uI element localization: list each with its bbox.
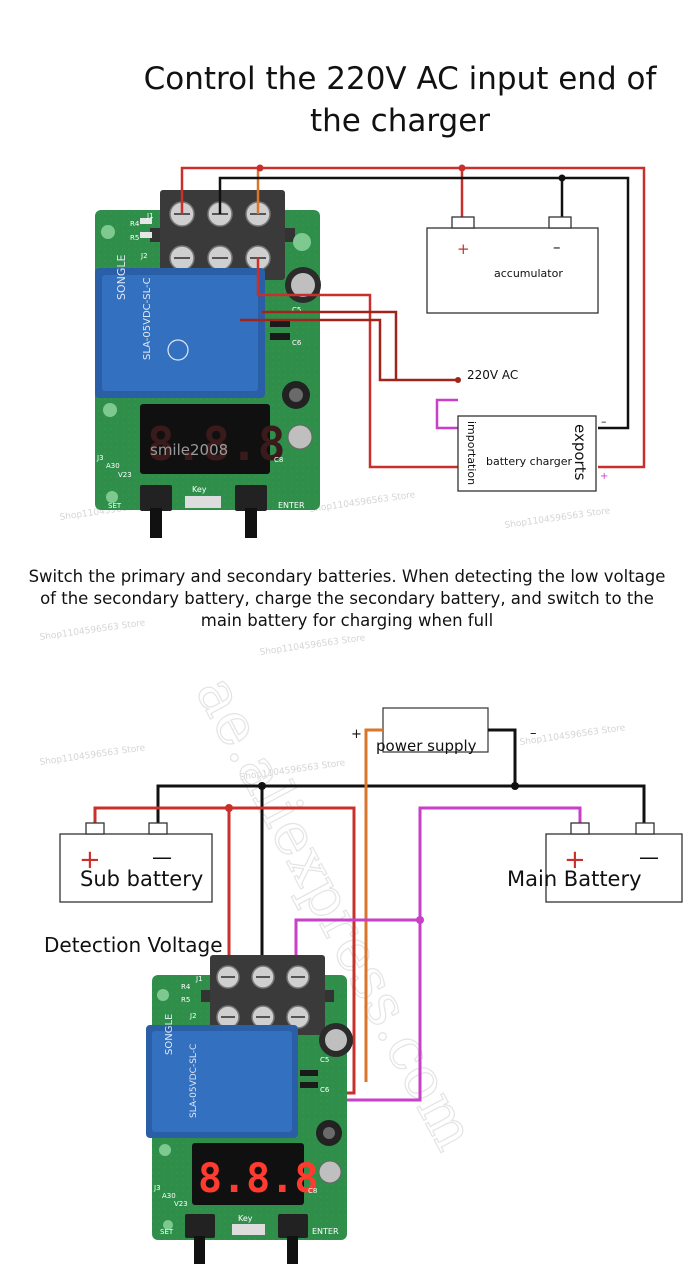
accumulator: + – accumulator — [426, 216, 599, 314]
main-battery: + — Main Battery — [507, 822, 683, 903]
label-v23-1: V23 — [118, 471, 132, 479]
charger-minus: – — [601, 415, 607, 428]
accumulator-minus: – — [553, 238, 561, 256]
relay-model-2: SLA-05VDC-SL-C — [189, 1044, 199, 1118]
label-r4-1: R4 — [130, 220, 140, 228]
label-j2-1: J2 — [140, 252, 148, 260]
main-battery-plus: + — [564, 845, 586, 875]
middle-description: Switch the primary and secondary batteri… — [28, 567, 666, 630]
label-j3-1: J3 — [96, 454, 104, 462]
accumulator-label: accumulator — [494, 267, 563, 280]
label-c5-2: C5 — [320, 1056, 329, 1064]
charger-plus: + — [600, 471, 608, 482]
diagram1: SONGLE SLA-05VDC-SL-C 8.8.8 smile2008 — [95, 164, 646, 538]
power-supply-label: power supply — [376, 737, 477, 755]
label-c6-1: C6 — [292, 339, 302, 347]
label-j1-2: J1 — [195, 975, 203, 983]
display-watermark-1: smile2008 — [150, 441, 228, 459]
main-battery-minus: — — [639, 845, 659, 869]
ac-input-label: 220V AC — [467, 368, 518, 382]
display-digits-1: 8.8.8 — [147, 417, 285, 471]
watermark-store-5: Shop1104596563 Store — [259, 633, 366, 658]
display-digits-2: 8.8.8 — [198, 1156, 318, 1202]
sub-battery-plus: + — [79, 845, 101, 875]
main-battery-label: Main Battery — [507, 867, 642, 891]
label-a30-2: A30 — [162, 1192, 176, 1200]
relay-model-1: SLA-05VDC-SL-C — [142, 277, 153, 360]
watermark-store-2: Shop1104596563 Store — [309, 490, 416, 515]
label-r5-1: R5 — [130, 234, 139, 242]
label-set-2: SET — [160, 1228, 174, 1236]
power-supply: power supply + – — [351, 707, 537, 755]
relay-brand-1: SONGLE — [115, 254, 128, 300]
power-supply-minus: – — [530, 726, 537, 741]
label-j2-2: J2 — [189, 1012, 197, 1020]
wire-junctions-1 — [256, 164, 566, 383]
label-enter-2: ENTER — [312, 1227, 339, 1236]
label-j3-2: J3 — [153, 1184, 161, 1192]
detection-voltage-label: Detection Voltage — [44, 933, 223, 957]
relay-board-1: SONGLE SLA-05VDC-SL-C 8.8.8 smile2008 — [95, 190, 321, 538]
label-set-1: SET — [108, 502, 122, 510]
label-c8-2: C8 — [308, 1187, 317, 1195]
watermark-store-3: Shop1104596563 Store — [504, 506, 611, 531]
label-key-1: Key — [192, 485, 207, 494]
charger-input-label: importation — [465, 421, 478, 485]
label-c8-1: C8 — [274, 456, 283, 464]
sub-battery-label: Sub battery — [80, 867, 203, 891]
battery-charger: importation exports battery charger – + — [457, 415, 608, 492]
label-v23-2: V23 — [174, 1200, 188, 1208]
label-enter-1: ENTER — [278, 501, 305, 510]
label-r4-2: R4 — [181, 983, 191, 991]
relay-brand-2: SONGLE — [164, 1014, 175, 1055]
sub-battery-minus: — — [152, 845, 172, 869]
watermark-store-4: Shop1104596563 Store — [39, 618, 146, 643]
label-key-2: Key — [238, 1214, 253, 1223]
sub-battery: + — Sub battery — [59, 822, 213, 903]
label-j1-1: J1 — [146, 212, 154, 220]
top-title: Control the 220V AC input end of the cha… — [143, 61, 657, 139]
charger-output-label: exports — [571, 424, 589, 481]
watermark-store-6: Shop1104596563 Store — [39, 743, 146, 768]
wires-diagram1 — [180, 166, 646, 469]
label-c6-2: C6 — [320, 1086, 330, 1094]
charger-label: battery charger — [486, 455, 572, 468]
relay-board-2: SONGLE SLA-05VDC-SL-C 8.8.8 R4 R5 J1 — [146, 955, 353, 1264]
wire-junctions-2 — [225, 782, 519, 924]
power-supply-plus: + — [351, 727, 362, 742]
label-r5-2: R5 — [181, 996, 190, 1004]
label-a30-1: A30 — [106, 462, 120, 470]
label-c5-1: C5 — [292, 306, 301, 314]
diagram2: power supply + – + — [44, 707, 683, 1264]
accumulator-plus: + — [457, 240, 470, 258]
